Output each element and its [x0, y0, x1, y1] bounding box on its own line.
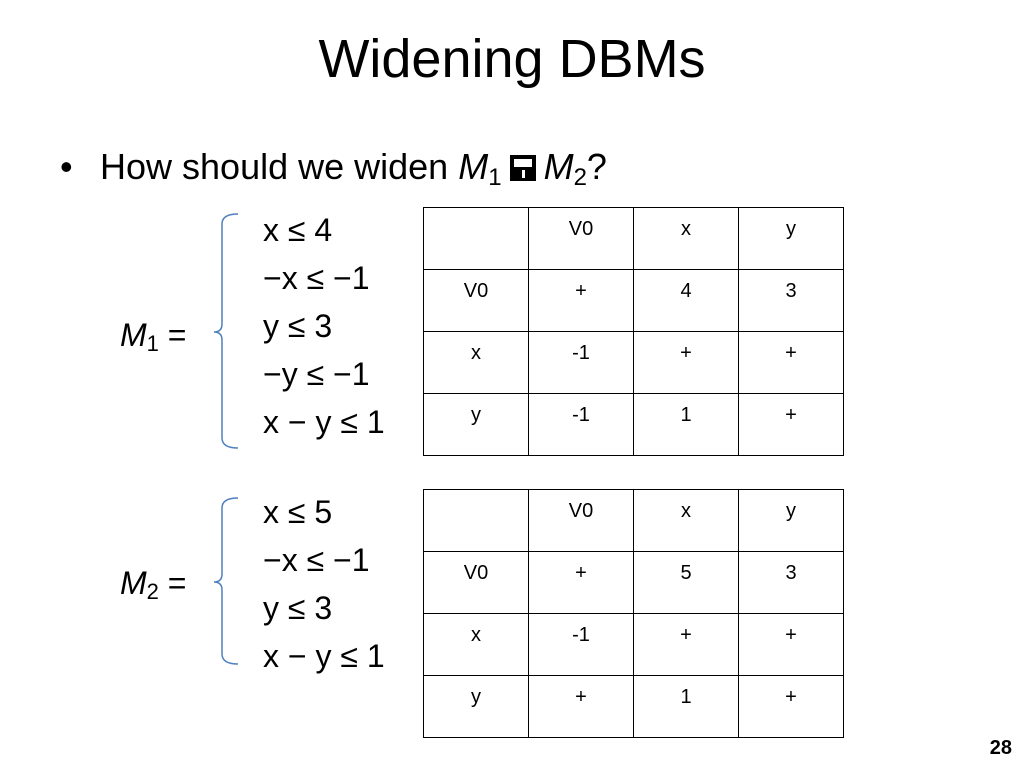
table-cell: +: [738, 613, 844, 676]
table-cell: -1: [528, 393, 634, 456]
m2-constraint: x − y ≤ 1: [263, 638, 385, 674]
table-row: y -1 1 +: [423, 393, 844, 456]
m2-constraint: −x ≤ −1: [263, 542, 370, 578]
table-cell: -1: [528, 331, 634, 394]
table-cell: V0: [528, 489, 634, 552]
table-cell: +: [738, 675, 844, 738]
m2-letter: M: [543, 146, 574, 187]
bullet-symbol: •: [60, 146, 73, 187]
m1-dbm-table: V0 x y V0 + 4 3 x -1 + + y -1 1 +: [423, 207, 844, 456]
m1-constraints: x ≤ 4 −x ≤ −1 y ≤ 3 −y ≤ −1 x − y ≤ 1: [263, 206, 385, 446]
m1-letter: M: [458, 146, 489, 187]
table-cell: x: [423, 613, 529, 676]
table-cell: -1: [528, 613, 634, 676]
m1-constraint: −x ≤ −1: [263, 260, 370, 296]
m1-label: M1 =: [120, 315, 186, 364]
table-cell: x: [423, 331, 529, 394]
table-cell: x: [633, 207, 739, 270]
table-cell: [423, 207, 529, 270]
m2-subscript: 2: [573, 164, 587, 191]
m1-label-subscript: 1: [146, 331, 159, 356]
table-cell: +: [528, 551, 634, 614]
m1-label-letter: M: [120, 317, 147, 353]
m2-label-equals: =: [158, 565, 187, 601]
table-row: V0 x y: [423, 207, 844, 270]
table-cell: V0: [423, 269, 529, 332]
table-row: y + 1 +: [423, 675, 844, 738]
table-cell: [423, 489, 529, 552]
table-cell: +: [528, 269, 634, 332]
table-cell: 3: [738, 269, 844, 332]
m2-constraint: y ≤ 3: [263, 590, 333, 626]
table-cell: +: [738, 393, 844, 456]
m1-constraint: x ≤ 4: [263, 212, 333, 248]
m1-constraint: −y ≤ −1: [263, 356, 370, 392]
table-cell: y: [423, 675, 529, 738]
table-cell: y: [738, 207, 844, 270]
table-cell: +: [633, 331, 739, 394]
table-cell: V0: [528, 207, 634, 270]
bullet-end: ?: [586, 146, 607, 187]
m2-label: M2 =: [120, 563, 186, 612]
table-row: x -1 + +: [423, 613, 844, 676]
widening-operator-icon: [509, 155, 536, 181]
m1-label-equals: =: [158, 317, 187, 353]
table-cell: +: [528, 675, 634, 738]
table-row: x -1 + +: [423, 331, 844, 394]
m2-label-subscript: 2: [146, 579, 159, 604]
m2-brace-icon: [213, 497, 239, 665]
table-cell: V0: [423, 551, 529, 614]
table-cell: +: [633, 613, 739, 676]
table-cell: 4: [633, 269, 739, 332]
table-row: V0 + 5 3: [423, 551, 844, 614]
table-row: V0 + 4 3: [423, 269, 844, 332]
table-cell: y: [738, 489, 844, 552]
m1-brace-icon: [213, 213, 239, 449]
table-cell: 3: [738, 551, 844, 614]
table-cell: 1: [633, 675, 739, 738]
table-cell: 5: [633, 551, 739, 614]
table-cell: +: [738, 331, 844, 394]
table-cell: x: [633, 489, 739, 552]
table-row: V0 x y: [423, 489, 844, 552]
m1-subscript: 1: [488, 164, 502, 191]
m1-constraint: y ≤ 3: [263, 308, 333, 344]
bullet-text: How should we widen: [100, 146, 459, 187]
slide-title: Widening DBMs: [318, 29, 706, 89]
m2-dbm-table: V0 x y V0 + 5 3 x -1 + + y + 1 +: [423, 489, 844, 738]
table-cell: y: [423, 393, 529, 456]
m1-constraint: x − y ≤ 1: [263, 404, 385, 440]
page-number: 28: [989, 737, 1012, 759]
table-cell: 1: [633, 393, 739, 456]
m2-constraints: x ≤ 5 −x ≤ −1 y ≤ 3 x − y ≤ 1: [263, 488, 385, 680]
m2-label-letter: M: [120, 565, 147, 601]
m2-constraint: x ≤ 5: [263, 494, 333, 530]
